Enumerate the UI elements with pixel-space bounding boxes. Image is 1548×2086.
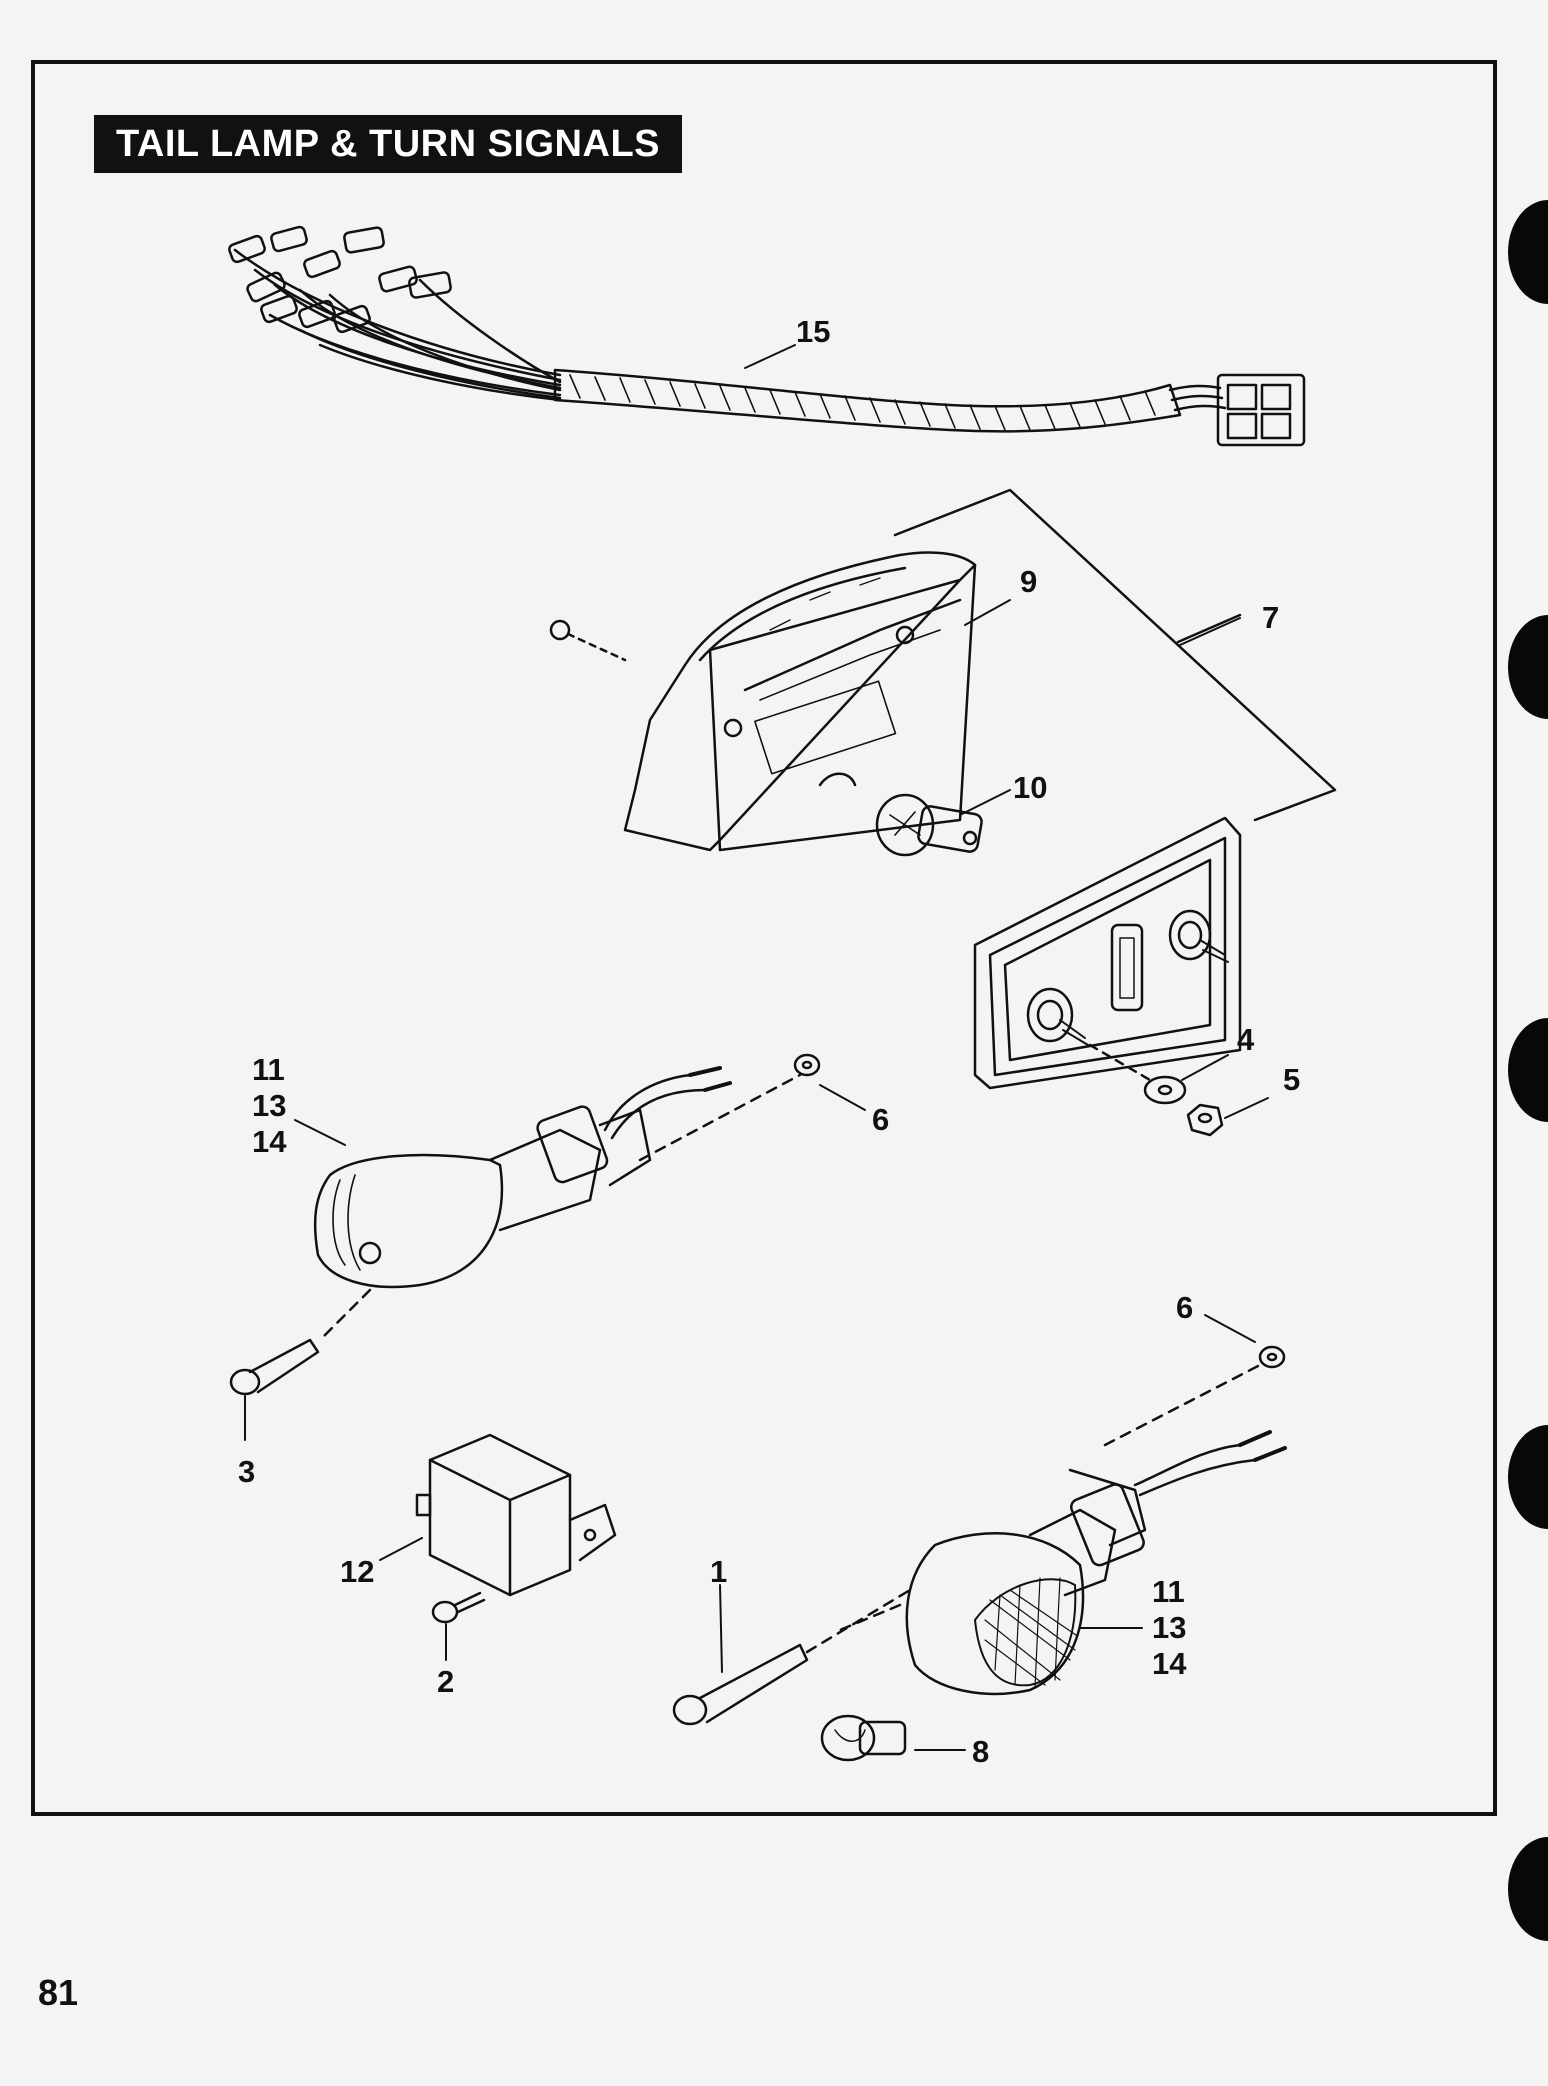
callout-12: 12 xyxy=(340,1554,374,1589)
callout-15: 15 xyxy=(796,314,830,349)
callout-11-right: 11 xyxy=(1152,1574,1185,1609)
callout-9: 9 xyxy=(1020,564,1037,599)
nut xyxy=(1186,1103,1224,1137)
tail-lamp-assembly-bracket xyxy=(893,488,1337,822)
leader-lines xyxy=(244,344,1269,1751)
grommet-lower xyxy=(1258,1345,1286,1369)
right-turn-signal xyxy=(838,1363,1287,1696)
wiring-harness xyxy=(228,225,1306,447)
callouts: 15 9 7 10 4 5 6 6 11 13 14 3 12 2 1 11 1… xyxy=(238,314,1300,1769)
washer xyxy=(1143,1075,1187,1105)
callout-8: 8 xyxy=(972,1734,989,1769)
diagram-frame xyxy=(31,60,1497,1816)
relay-screw xyxy=(431,1591,486,1624)
turn-signal-bulb xyxy=(820,1714,907,1762)
callout-13-left: 13 xyxy=(252,1088,286,1123)
signal-bolt-right xyxy=(672,1588,912,1726)
callout-13-right: 13 xyxy=(1152,1610,1186,1645)
section-title: TAIL LAMP & TURN SIGNALS xyxy=(94,115,682,173)
callout-14-left: 14 xyxy=(252,1124,287,1159)
signal-bolt-left xyxy=(229,1338,320,1396)
tail-lamp-base-plate xyxy=(973,816,1242,1090)
callout-7: 7 xyxy=(1262,600,1279,635)
callout-6-upper: 6 xyxy=(872,1102,889,1137)
callout-3: 3 xyxy=(238,1454,255,1489)
grommet-upper xyxy=(793,1053,821,1077)
callout-6-lower: 6 xyxy=(1176,1290,1193,1325)
tail-lamp-lens xyxy=(623,551,977,852)
lens-screw xyxy=(549,619,627,662)
callout-1: 1 xyxy=(710,1554,727,1589)
callout-10: 10 xyxy=(1013,770,1047,805)
callout-11-left: 11 xyxy=(252,1052,285,1087)
callout-5: 5 xyxy=(1283,1062,1300,1097)
callout-2: 2 xyxy=(437,1664,454,1699)
left-turn-signal xyxy=(313,1066,802,1342)
tail-lamp-bulb xyxy=(875,793,983,857)
flasher-relay xyxy=(415,1433,617,1597)
callout-14-right: 14 xyxy=(1152,1646,1187,1681)
page-number: 81 xyxy=(38,1972,79,2013)
callout-4: 4 xyxy=(1237,1022,1255,1057)
